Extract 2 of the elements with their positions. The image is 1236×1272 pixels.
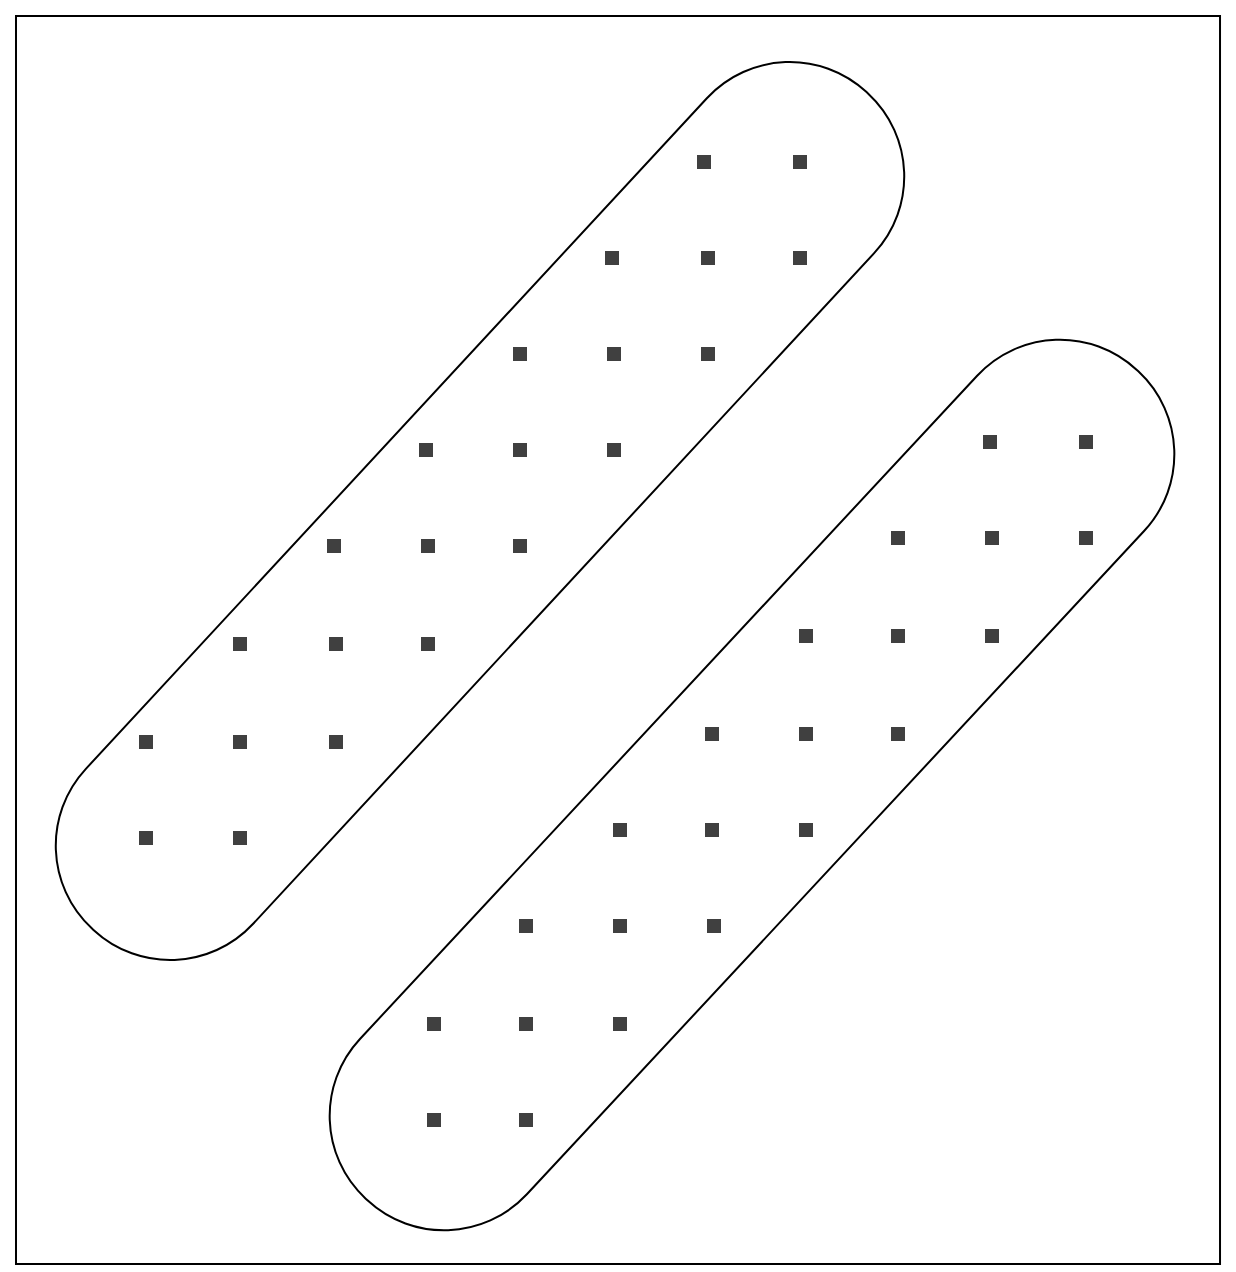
- bandage-drawing: [427, 435, 1093, 1127]
- bandage-drawing: [139, 155, 807, 845]
